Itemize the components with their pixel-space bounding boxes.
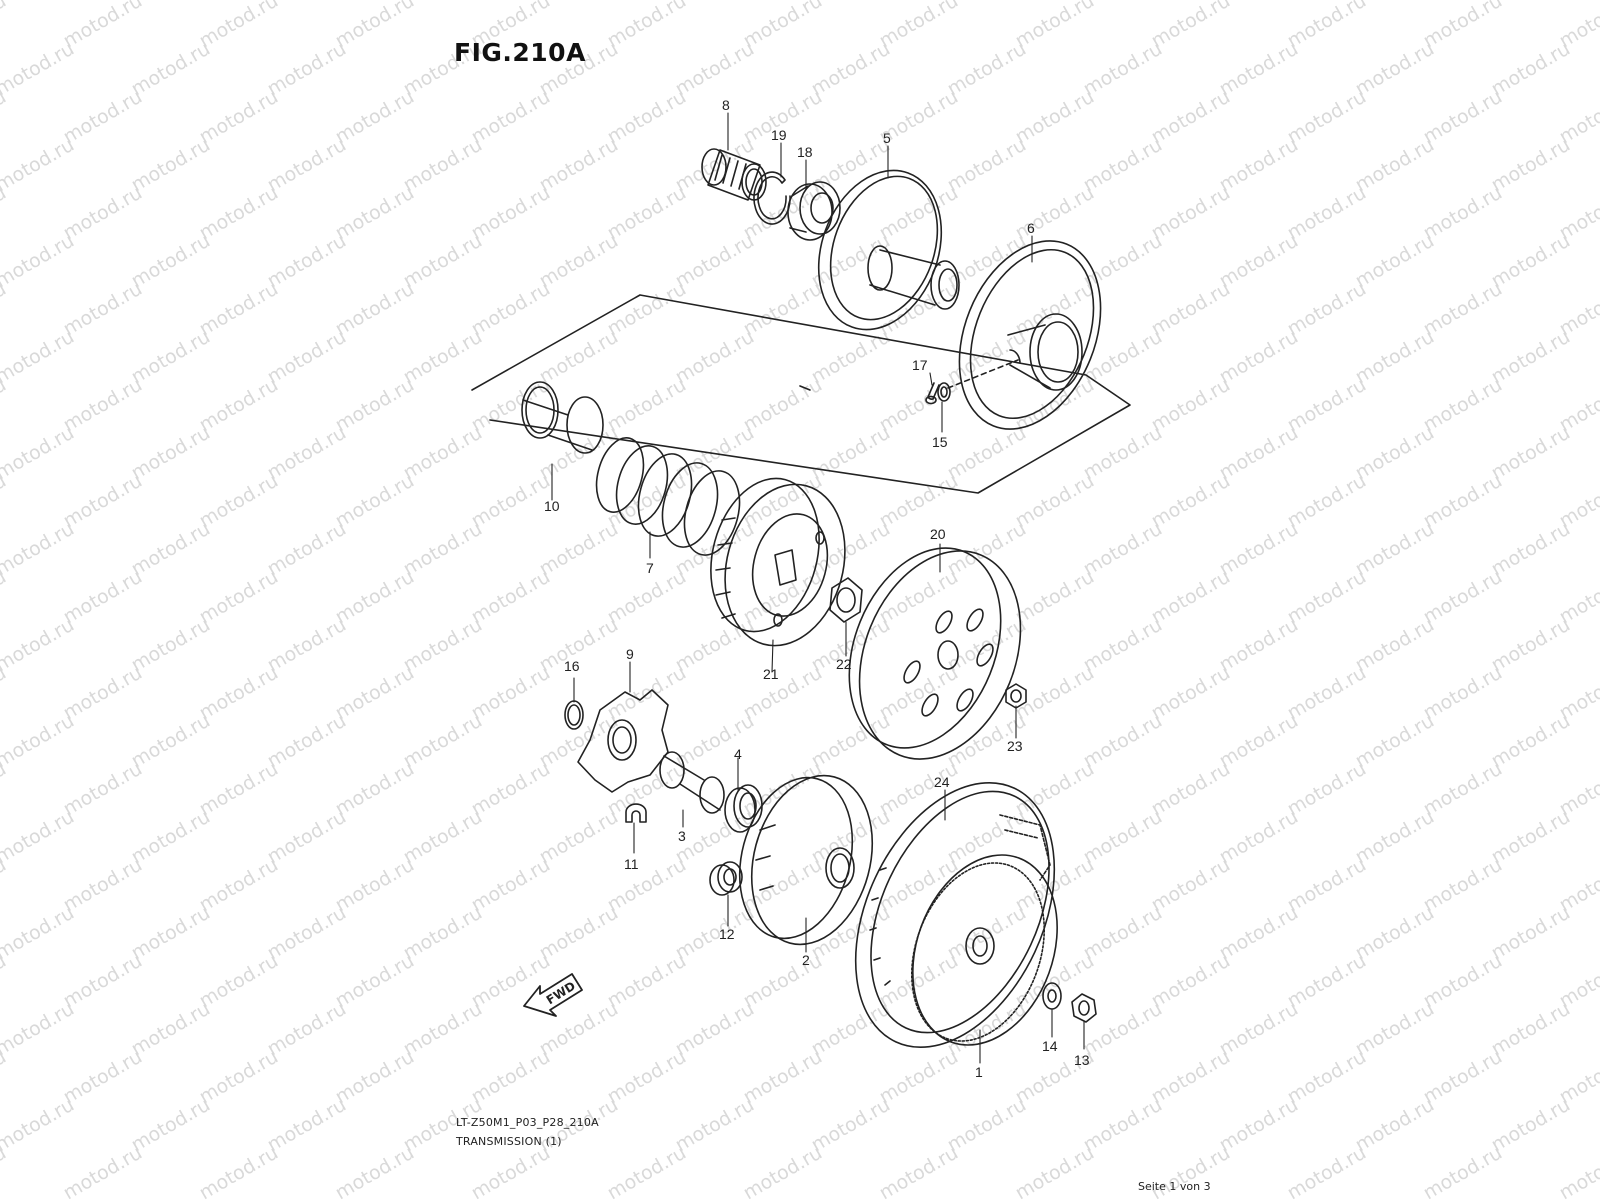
page-info: Seite 1 von 3 <box>1138 1180 1211 1193</box>
part-label-17: 17 <box>912 357 928 373</box>
part-24-v-belt <box>854 781 1056 1049</box>
part-19-circlip <box>753 171 791 225</box>
part-label-10: 10 <box>544 498 560 514</box>
part-2-movable-drive-face <box>738 774 874 946</box>
part-label-6: 6 <box>1027 220 1035 236</box>
part-label-20: 20 <box>930 526 946 542</box>
part-label-2: 2 <box>802 952 810 968</box>
part-11-slide <box>625 803 647 823</box>
part-label-16: 16 <box>564 658 580 674</box>
part-17-pin <box>925 382 940 405</box>
part-10-spacer <box>521 381 604 454</box>
figure-title: FIG.210A <box>454 38 586 67</box>
part-6-movable-face <box>958 240 1102 430</box>
part-7-spring <box>595 437 741 556</box>
part-label-21: 21 <box>763 666 779 682</box>
part-label-19: 19 <box>771 127 787 143</box>
part-4-bearing <box>724 784 763 833</box>
leader-17-15-to-6 <box>947 359 1019 389</box>
part-22-nut <box>829 577 863 623</box>
part-label-11: 11 <box>624 856 639 872</box>
part-label-9: 9 <box>626 646 634 662</box>
part-23-nut <box>1005 683 1027 709</box>
part-8-needle-bearing <box>701 148 767 201</box>
part-label-15: 15 <box>932 434 948 450</box>
part-label-1: 1 <box>975 1064 983 1080</box>
part-label-4: 4 <box>734 746 742 762</box>
part-12-roller <box>709 861 743 896</box>
part-20-clutch-housing <box>848 547 1022 760</box>
part-3-sleeve <box>659 751 725 814</box>
part-label-14: 14 <box>1042 1038 1058 1054</box>
part-label-24: 24 <box>934 774 950 790</box>
part-label-7: 7 <box>646 560 654 576</box>
part-5-drive-face <box>817 169 960 331</box>
part-1-driven-gear <box>910 814 1058 1046</box>
part-label-3: 3 <box>678 828 686 844</box>
part-15-washer <box>937 382 951 402</box>
part-9-cam-plate <box>577 689 669 793</box>
part-18-ball-bearing <box>787 181 841 241</box>
part-16-washer <box>564 700 584 730</box>
part-14-washer <box>1042 982 1062 1010</box>
part-label-12: 12 <box>719 926 735 942</box>
part-label-22: 22 <box>836 656 852 672</box>
drawing-code: LT-Z50M1_P03_P28_210A <box>456 1116 599 1129</box>
part-label-18: 18 <box>797 144 813 160</box>
leader-lines <box>551 112 1085 1064</box>
part-label-13: 13 <box>1074 1052 1090 1068</box>
part-label-8: 8 <box>722 97 730 113</box>
part-label-23: 23 <box>1007 738 1023 754</box>
frame-dash-mark <box>799 385 811 391</box>
assembly-frame <box>471 294 1131 494</box>
part-13-nut <box>1071 993 1097 1023</box>
part-label-5: 5 <box>883 130 891 146</box>
part-21-clutch-carrier <box>710 477 846 647</box>
section-caption: TRANSMISSION (1) <box>456 1135 562 1148</box>
fwd-arrow-icon <box>523 973 583 1017</box>
